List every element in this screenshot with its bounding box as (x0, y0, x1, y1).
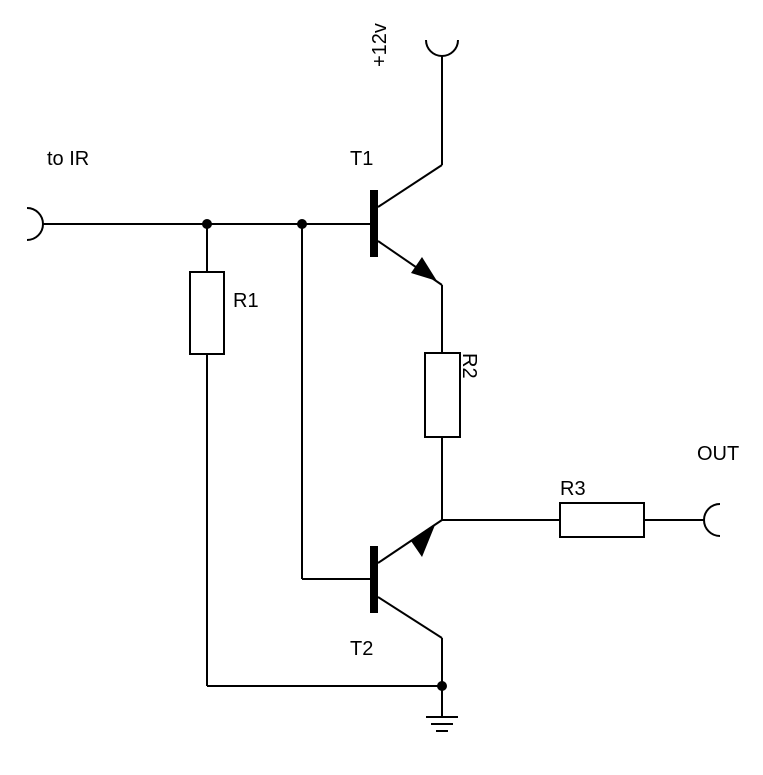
supply-label: +12v (369, 23, 391, 67)
supply-terminal (425, 39, 459, 57)
t2-emitter-arrow (411, 525, 435, 557)
t2-collector (377, 596, 443, 639)
input-label: to IR (47, 148, 89, 170)
r1-label: R1 (233, 290, 259, 312)
resistor-r2 (424, 352, 461, 438)
output-terminal (703, 503, 721, 537)
t1-label: T1 (350, 148, 373, 170)
r3-label: R3 (560, 478, 586, 500)
t1-emitter-arrow (411, 257, 437, 281)
input-terminal (26, 207, 44, 241)
resistor-r3 (559, 502, 645, 538)
output-label: OUT (697, 443, 739, 465)
r2-label: R2 (458, 353, 480, 379)
t2-base-bar (370, 546, 378, 613)
t1-collector (377, 164, 443, 208)
resistor-r1 (189, 271, 225, 355)
t2-label: T2 (350, 638, 373, 660)
t1-base-bar (370, 190, 378, 257)
t2-emitter (377, 519, 443, 564)
ground-symbol (426, 716, 458, 732)
